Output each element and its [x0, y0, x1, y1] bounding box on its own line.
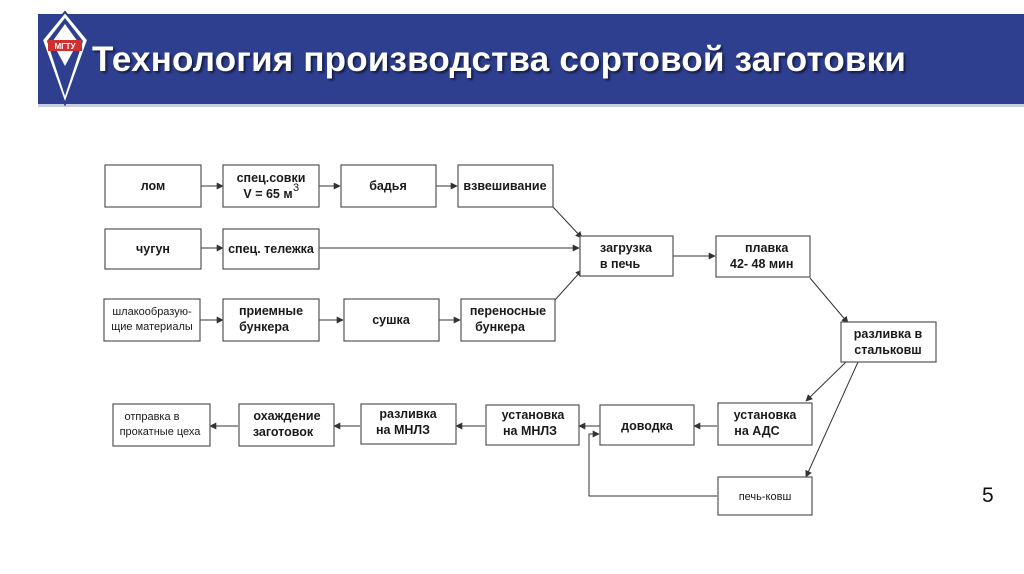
node-dovodka: доводка	[599, 404, 695, 446]
svg-text:щие материалы: щие материалы	[111, 321, 193, 333]
svg-text:доводка: доводка	[621, 419, 674, 433]
svg-text:V = 65 м: V = 65 м	[243, 187, 292, 201]
node-ustanovka-ads: установка на АДС	[717, 402, 813, 446]
svg-text:прокатные цеха: прокатные цеха	[120, 426, 202, 438]
svg-text:отправка в: отправка в	[124, 411, 179, 423]
svg-text:взвешивание: взвешивание	[463, 179, 546, 193]
svg-text:в печь: в печь	[600, 257, 641, 271]
svg-text:заготовок: заготовок	[253, 425, 314, 439]
svg-text:загрузка: загрузка	[600, 241, 653, 255]
node-pech-kovsh: печь-ковш	[717, 476, 813, 516]
svg-text:разливка: разливка	[379, 407, 437, 421]
svg-text:3: 3	[293, 182, 299, 194]
node-perenosnye-bunkera: переносные бункера	[460, 298, 556, 342]
node-razlivka-mnlz: разливка на МНЛЗ	[360, 403, 457, 445]
node-chugun: чугун	[104, 228, 202, 270]
node-otpravka: отправка в прокатные цеха	[112, 403, 211, 447]
arrow-razlivka-to-ads	[805, 361, 847, 402]
node-plavka: плавка 42- 48 мин	[715, 235, 811, 278]
svg-text:на АДС: на АДС	[734, 424, 779, 438]
svg-text:чугун: чугун	[136, 242, 170, 256]
arrow-plavka-to-razlivka	[809, 277, 849, 324]
svg-text:приемные: приемные	[239, 304, 303, 318]
flow-arrows	[200, 182, 859, 497]
page-title: Технология производства сортовой заготов…	[92, 40, 907, 79]
node-badya: бадья	[340, 164, 437, 208]
page-number: 5	[982, 484, 994, 507]
svg-text:сушка: сушка	[372, 313, 411, 327]
university-logo: МГТУ	[40, 10, 90, 106]
node-spec-telezhka: спец. тележка	[222, 228, 320, 270]
svg-text:лом: лом	[141, 179, 166, 193]
arrow-razlivka-to-pech-kovsh	[805, 361, 859, 478]
node-sushka: сушка	[343, 298, 440, 342]
svg-text:установка: установка	[502, 408, 566, 422]
node-zagruzka: загрузка в печь	[579, 235, 674, 277]
node-shlakoobrazuyushchie: шлакообразую- щие материалы	[103, 298, 201, 342]
logo-text: МГТУ	[54, 42, 76, 51]
node-ustanovka-mnlz: установка на МНЛЗ	[485, 404, 580, 446]
svg-text:переносные: переносные	[470, 304, 546, 318]
svg-text:охаждение: охаждение	[253, 409, 320, 423]
svg-text:печь-ковш: печь-ковш	[739, 491, 792, 503]
arrow-vzveshivanie-to-zagruzka	[552, 206, 583, 239]
node-vzveshivanie: взвешивание	[457, 164, 554, 208]
svg-text:шлакообразую-: шлакообразую-	[112, 306, 192, 318]
title-bar-underline	[38, 104, 1024, 107]
svg-text:спец.совки: спец.совки	[237, 171, 306, 185]
node-priemnye-bunkera: приемные бункера	[222, 298, 320, 342]
svg-text:на МНЛЗ: на МНЛЗ	[376, 423, 430, 437]
arrow-pech-kovsh-to-dovodka	[588, 430, 717, 497]
svg-text:спец. тележка: спец. тележка	[228, 242, 315, 256]
svg-text:плавка: плавка	[745, 241, 789, 255]
svg-text:42- 48 мин: 42- 48 мин	[730, 257, 793, 271]
node-okhazhdenie: охаждение заготовок	[238, 403, 335, 447]
svg-text:бункера: бункера	[475, 320, 526, 334]
title-bar	[38, 14, 1024, 104]
svg-text:бункера: бункера	[239, 320, 290, 334]
svg-text:на МНЛЗ: на МНЛЗ	[503, 424, 557, 438]
node-spec-sovki: спец.совки V = 65 м 3	[222, 164, 320, 208]
arrow-perenosnye-to-zagruzka	[554, 269, 583, 301]
svg-text:разливка в: разливка в	[854, 327, 923, 341]
svg-text:стальковш: стальковш	[854, 343, 921, 357]
node-lom: лом	[104, 164, 202, 208]
svg-text:бадья: бадья	[369, 179, 407, 193]
svg-text:установка: установка	[734, 408, 798, 422]
node-razlivka-stalkovsh: разливка в стальковш	[840, 321, 937, 363]
